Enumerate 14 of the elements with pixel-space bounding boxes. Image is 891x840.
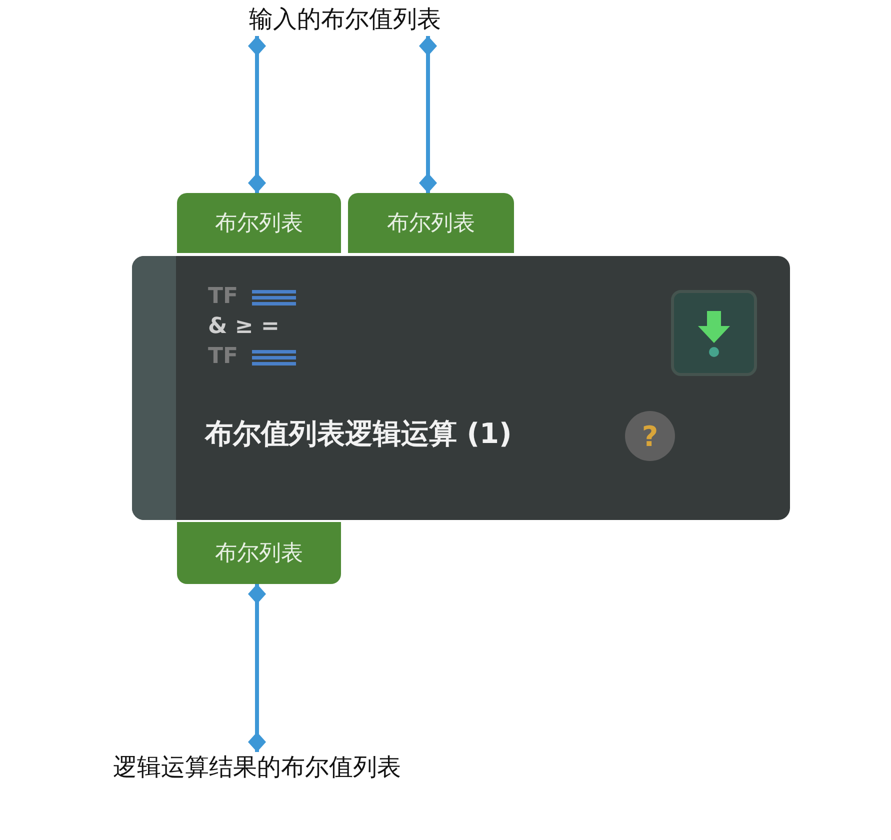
icon-text: TF bbox=[208, 284, 238, 310]
icon-text: TF bbox=[208, 344, 238, 370]
port-tab: 布尔列表 bbox=[348, 193, 514, 253]
help-badge: ? bbox=[625, 411, 675, 461]
leader-line bbox=[248, 36, 266, 193]
icon-text: & ≥ = bbox=[208, 314, 280, 340]
function-block bbox=[132, 256, 790, 520]
annotation-text: 输入的布尔值列表 bbox=[205, 4, 485, 36]
leader-line bbox=[419, 36, 437, 193]
block-title: 布尔值列表逻辑运算 (1) bbox=[205, 416, 512, 452]
annotation-text: 逻辑运算结果的布尔值列表 bbox=[60, 752, 454, 784]
port-tab: 布尔列表 bbox=[177, 193, 341, 253]
port-tab: 布尔列表 bbox=[177, 522, 341, 584]
leader-line bbox=[248, 584, 266, 752]
